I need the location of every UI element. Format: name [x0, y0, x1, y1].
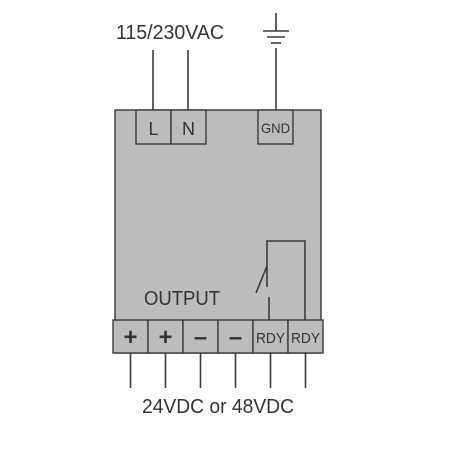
output-label: OUTPUT [144, 288, 220, 310]
ground-symbol-icon [263, 13, 289, 44]
output-voltage-label: 24VDC or 48VDC [142, 396, 294, 418]
terminal-neutral-label: N [182, 119, 195, 139]
output-terminal-label: RDY [256, 330, 285, 347]
supply-voltage-label: 115/230VAC [116, 22, 224, 44]
output-terminal-rdy2: RDY [287, 319, 324, 354]
output-terminal-minus1: – [182, 319, 219, 354]
terminal-ground-label: GND [261, 120, 290, 136]
output-wires [129, 353, 307, 388]
terminal-neutral: N [170, 109, 207, 145]
output-terminal-label: RDY [291, 330, 320, 347]
output-terminal-rdy1: RDY [252, 319, 289, 354]
terminal-line-label: L [148, 119, 158, 139]
output-terminal-label: + [123, 324, 137, 351]
output-terminal-label: + [158, 324, 172, 351]
output-terminal-minus2: – [217, 319, 254, 354]
output-terminal-label: – [229, 324, 242, 351]
terminal-line: L [135, 109, 172, 145]
terminal-ground: GND [257, 109, 294, 145]
relay-contact-icon [255, 240, 306, 320]
output-terminal-plus2: + [147, 319, 184, 354]
output-terminal-label: – [194, 324, 207, 351]
output-terminal-plus1: + [112, 319, 149, 354]
power-supply-module [114, 109, 322, 354]
